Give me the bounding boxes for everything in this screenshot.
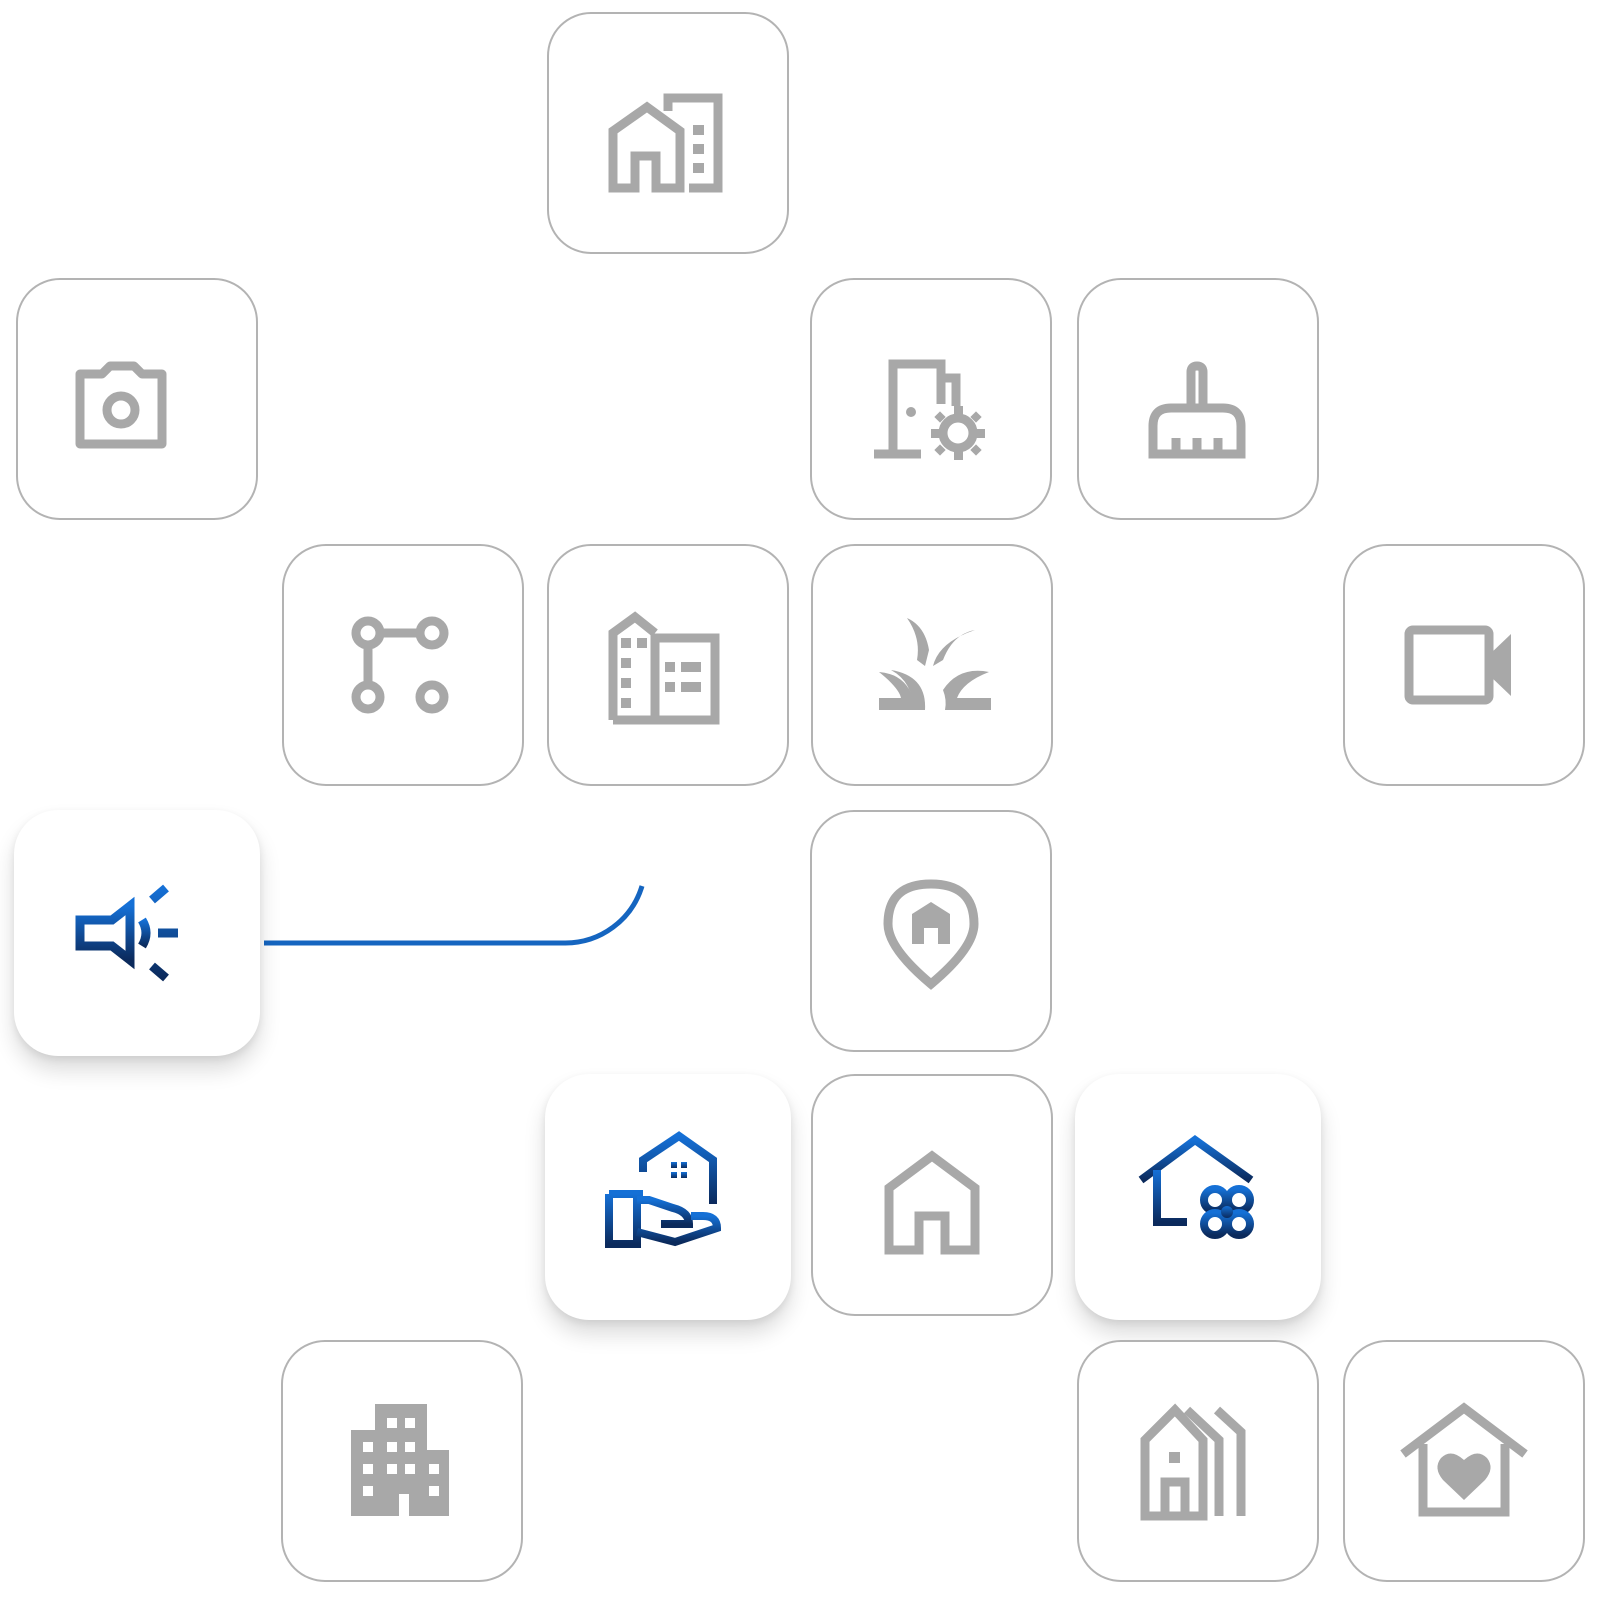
- tile-door-settings[interactable]: [810, 278, 1052, 520]
- video-camera-icon: [1404, 625, 1511, 705]
- house-heart-icon: [1400, 1402, 1528, 1517]
- camera-icon: [75, 361, 167, 449]
- tile-home-flower[interactable]: [1075, 1074, 1321, 1320]
- house-icon: [884, 1150, 980, 1255]
- door-settings-icon: [874, 359, 985, 460]
- home-pin-icon: [883, 879, 979, 990]
- plants-icon: [879, 618, 991, 710]
- house-and-building-icon: [608, 93, 723, 193]
- connector-line-megaphone: [264, 885, 645, 946]
- tile-home-with-building[interactable]: [547, 12, 789, 254]
- broom-icon: [1148, 361, 1246, 459]
- tile-home-in-hand[interactable]: [545, 1074, 791, 1320]
- tile-home[interactable]: [811, 1074, 1053, 1316]
- tile-video-camera[interactable]: [1343, 544, 1585, 786]
- network-nodes-icon: [351, 616, 449, 714]
- tile-garden-plants[interactable]: [811, 544, 1053, 786]
- tile-row-houses[interactable]: [1077, 1340, 1319, 1582]
- tile-megaphone[interactable]: [14, 810, 260, 1056]
- house-flower-icon: [1138, 1135, 1254, 1239]
- tile-home-heart[interactable]: [1343, 1340, 1585, 1582]
- tile-home-location-pin[interactable]: [810, 810, 1052, 1052]
- apartment-building-icon: [351, 1404, 449, 1516]
- house-in-hand-icon: [605, 1131, 722, 1248]
- tile-office-building[interactable]: [547, 544, 789, 786]
- row-houses-icon: [1140, 1403, 1246, 1521]
- office-building-icon: [608, 611, 720, 725]
- tile-camera[interactable]: [16, 278, 258, 520]
- tile-cleaning-brush[interactable]: [1077, 278, 1319, 520]
- tile-network-nodes[interactable]: [282, 544, 524, 786]
- megaphone-icon: [75, 884, 178, 982]
- tile-apartment-block[interactable]: [281, 1340, 523, 1582]
